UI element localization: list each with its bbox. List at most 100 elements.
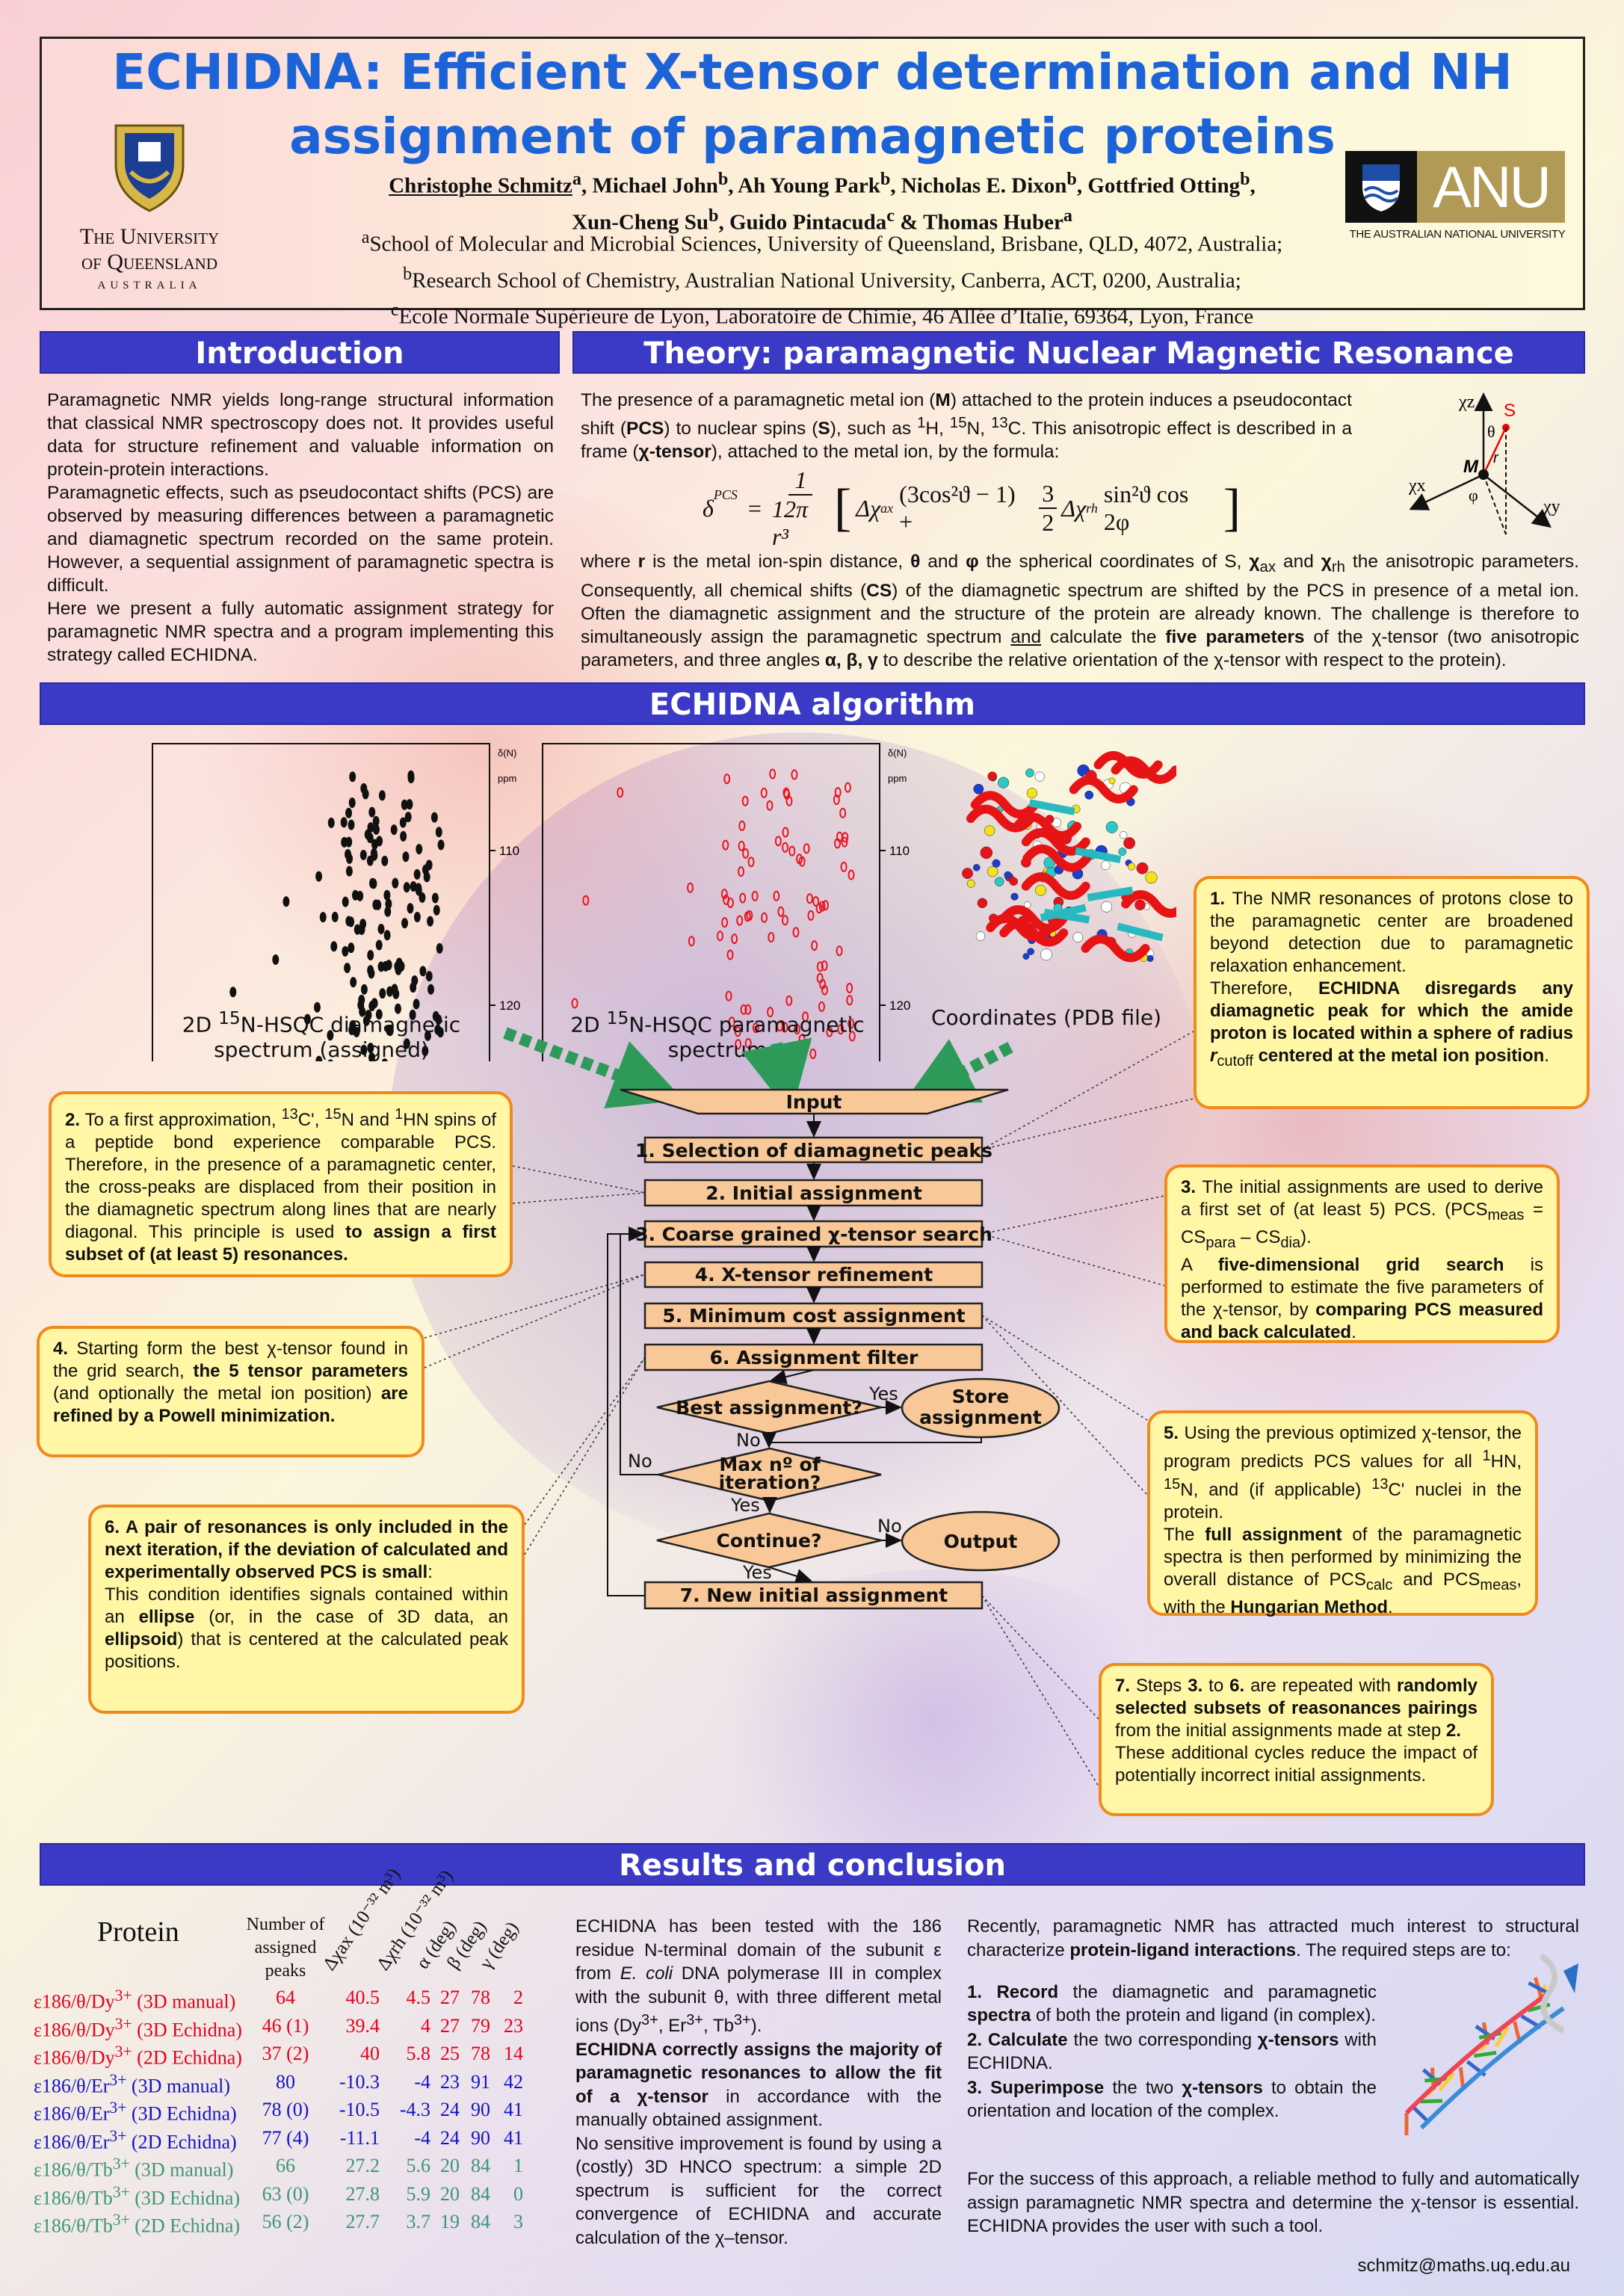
protein-ribbon [1539, 1953, 1565, 2034]
peak [403, 1038, 410, 1049]
peak [376, 836, 383, 847]
peak [617, 787, 624, 798]
dchi-ax-cell: 40.5 [345, 1987, 380, 2008]
atom [1100, 860, 1111, 871]
peak [381, 1058, 388, 1061]
peak [313, 1002, 321, 1013]
phi-label: φ [1469, 486, 1478, 504]
atom [1108, 777, 1116, 785]
step-5-label: 5. Minimum cost assignment [662, 1305, 965, 1327]
helix-ribbon [970, 791, 1040, 819]
green-arrow-icon [902, 1039, 1013, 1105]
column-header-protein: Protein [97, 1916, 179, 1948]
strand-ribbon [1028, 799, 1075, 815]
peak [807, 910, 815, 921]
alpha-cell: 20 [440, 2155, 460, 2176]
peak [360, 984, 368, 995]
protein-cell: ε186/θ/Tb3+ (3D Echidna) [34, 2182, 241, 2209]
peak [345, 865, 353, 877]
step-4-label: 4. X-tensor refinement [695, 1264, 933, 1286]
atom [1127, 862, 1136, 871]
peak [427, 984, 435, 995]
strand-ribbon [1075, 847, 1122, 863]
helix-ribbon [1013, 812, 1082, 841]
alpha-cell: 23 [440, 2070, 460, 2093]
peak [435, 1014, 442, 1025]
peak [760, 787, 768, 798]
peak [717, 931, 724, 942]
peak [330, 941, 338, 952]
peak [582, 895, 590, 906]
output-label: Output [944, 1531, 1018, 1552]
protein-dna-complex-image [1404, 1953, 1578, 2135]
continue-label: Continue? [717, 1530, 822, 1552]
yes-label: Yes [742, 1562, 772, 1583]
protein-cell: ε186/θ/Tb3+ (3D manual) [34, 2155, 234, 2181]
base-pair [1528, 1981, 1550, 1996]
step-6-label: 6. Assignment filter [710, 1347, 918, 1368]
callout-step-5: 5. Using the previous optimized χ-tensor… [1147, 1410, 1538, 1617]
helix-ribbon [998, 905, 1068, 933]
peak [839, 807, 847, 818]
poster-header [40, 37, 1585, 310]
yes-label: Yes [868, 1383, 898, 1404]
peak [848, 1031, 856, 1042]
no-label: No [628, 1451, 652, 1472]
peak [377, 923, 385, 934]
y-tick-label: 110 [499, 844, 519, 858]
peaks-header-line: peaks [265, 1961, 306, 1981]
peaks-cell: 77 (4) [262, 2126, 309, 2149]
peak [403, 882, 410, 893]
step-7-label: 7. New initial assignment [680, 1584, 948, 1606]
peak [812, 896, 820, 907]
peak [815, 903, 823, 914]
peak [386, 986, 394, 997]
output-node [901, 1510, 1060, 1572]
dchi-rh-cell: 5.8 [406, 2043, 431, 2064]
peak [841, 836, 848, 848]
peak [370, 878, 377, 889]
formula-term2: Δχ [1061, 494, 1087, 522]
gamma-cell: 42 [504, 2070, 523, 2093]
theory-heading: Theory: paramagnetic Nuclear Magnetic Re… [572, 331, 1585, 374]
peak [430, 812, 438, 823]
peak [435, 827, 442, 838]
peak [404, 812, 412, 823]
atom [1134, 899, 1146, 910]
peak [407, 903, 414, 914]
conclusion-step: 2. Calculate the two corresponding χ-ten… [967, 2030, 1377, 2073]
uq-name-line-2: of Queensland [81, 250, 217, 274]
protein-ribbon [1563, 1963, 1578, 1993]
formula-term1-sub: ax [880, 500, 894, 516]
peak [781, 1022, 788, 1033]
max-iteration-label-2: iteration? [719, 1472, 821, 1493]
peaks-header-line: Number of [246, 1915, 325, 1934]
dchi-ax-cell: 39.4 [345, 2014, 380, 2037]
protein-cell: ε186/θ/Er3+ (3D Echidna) [34, 2099, 237, 2125]
atom [987, 771, 998, 781]
atom [1145, 871, 1158, 884]
peak [365, 1009, 372, 1020]
peak [359, 919, 367, 930]
y-axis-label: δ(N) [888, 747, 907, 759]
peak [331, 911, 339, 922]
title-line-2: assignment of paramagnetic proteins [289, 108, 1336, 165]
peak [744, 1004, 752, 1015]
best-assignment-label: Best assignment? [676, 1397, 862, 1419]
peak [424, 1030, 431, 1041]
peak [368, 806, 376, 818]
peak [846, 995, 853, 1006]
atom [1072, 932, 1084, 942]
peak [802, 1011, 809, 1022]
peak [327, 817, 335, 828]
formula-term1-rest: (3cos²ϑ − 1) + [899, 481, 1016, 535]
dchi-ax-cell: 27.8 [345, 2182, 380, 2205]
anu-crest-icon [1345, 151, 1417, 223]
peak [402, 851, 410, 862]
peak [806, 893, 813, 904]
atom [1009, 877, 1018, 886]
peak [791, 769, 798, 780]
peak [375, 1009, 383, 1020]
hsqc-spectra: 121086δ(H)/ppm110120130δ(N)ppm121086δ(H)… [152, 743, 910, 1061]
